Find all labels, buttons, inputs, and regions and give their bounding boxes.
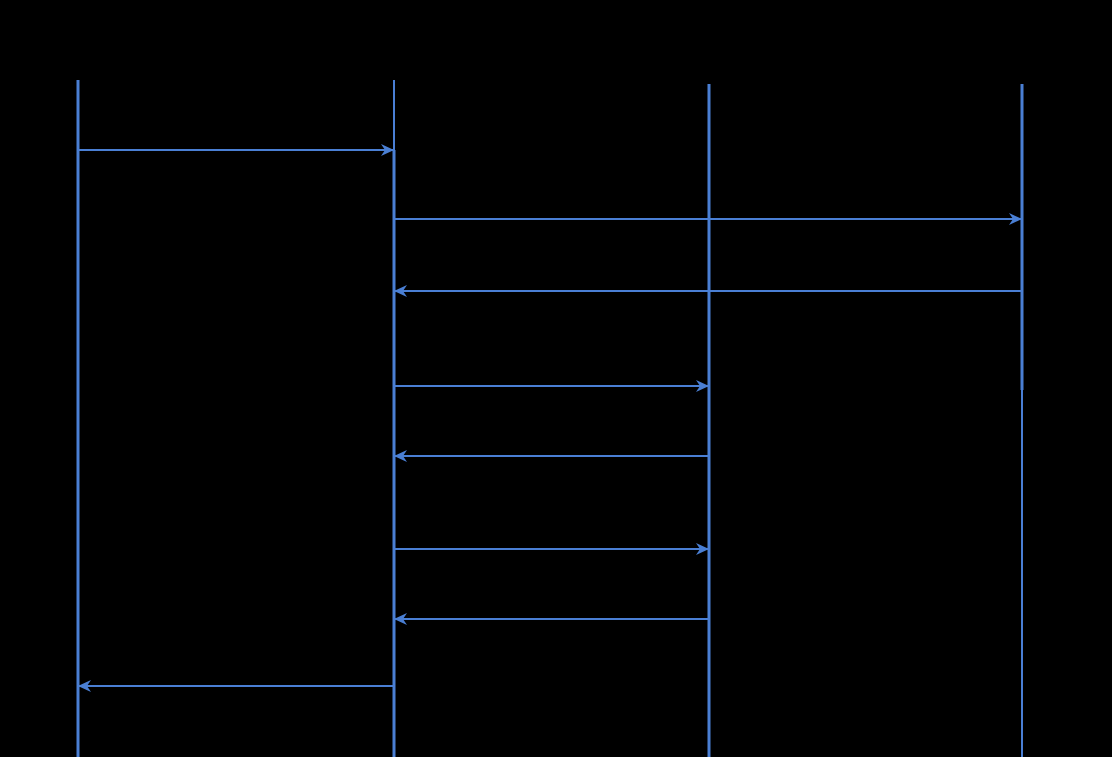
- messages-layer: [78, 144, 1022, 692]
